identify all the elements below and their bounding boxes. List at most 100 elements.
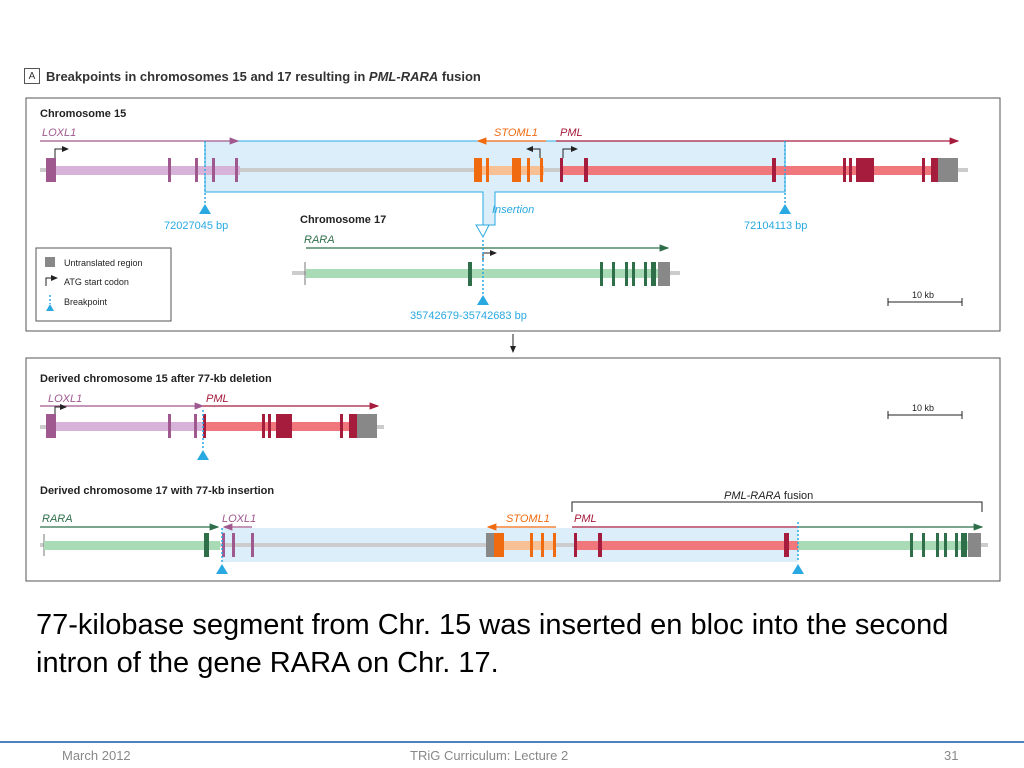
- rara-utr: [968, 533, 981, 557]
- breakpoint-icon: [477, 295, 489, 305]
- breakpoint-left-label: 72027045 bp: [164, 220, 228, 232]
- pml-exon: [843, 158, 846, 182]
- breakpoint-icon: [199, 204, 211, 214]
- footer-date: March 2012: [62, 748, 131, 763]
- rara-exon: [644, 262, 647, 286]
- breakpoint-chr17-label: 35742679-35742683 bp: [410, 310, 527, 322]
- loxl1-exon: [194, 414, 197, 438]
- der17-pml-label: PML: [574, 513, 597, 525]
- loxl1-exon: [222, 533, 225, 557]
- stoml1-exon: [527, 158, 530, 182]
- insertion-label: Insertion: [492, 204, 534, 216]
- stoml1-label: STOML1: [494, 127, 538, 139]
- pml-exon: [276, 414, 292, 438]
- chr17-label: Chromosome 17: [300, 214, 386, 226]
- loxl1-exon: [168, 158, 171, 182]
- pml-exon: [560, 158, 563, 182]
- pml-exon: [784, 533, 789, 557]
- pml-exon: [574, 533, 577, 557]
- rara-exon: [936, 533, 939, 557]
- stoml1-exon: [530, 533, 533, 557]
- der17-rara-label: RARA: [42, 513, 73, 525]
- der15-label: Derived chromosome 15 after 77-kb deleti…: [40, 373, 272, 385]
- fusion-bracket: [571, 501, 983, 512]
- stoml1-exon: [494, 533, 504, 557]
- slide-caption: 77-kilobase segment from Chr. 15 was ins…: [36, 609, 949, 679]
- pml-exon: [584, 158, 588, 182]
- rara-exon: [955, 533, 958, 557]
- loxl1-exon: [251, 533, 254, 557]
- breakpoint-icon: [216, 564, 228, 574]
- stoml1-exon: [553, 533, 556, 557]
- fusion-label: PML-RARA fusion: [724, 490, 813, 502]
- der17-label: Derived chromosome 17 with 77-kb inserti…: [40, 485, 274, 497]
- pml-exon: [922, 158, 925, 182]
- rara-gene-body: [44, 541, 220, 550]
- rara-exon: [600, 262, 603, 286]
- title-end: fusion: [438, 68, 481, 84]
- pml-exon: [349, 414, 357, 438]
- rara-exon: [632, 262, 635, 286]
- utr-legend-swatch: [45, 257, 55, 267]
- top-panel-frame: [25, 97, 1001, 332]
- rara-exon: [961, 533, 967, 557]
- rara-exon: [910, 533, 913, 557]
- chr15-label: Chromosome 15: [40, 108, 126, 120]
- stoml1-exon: [540, 158, 543, 182]
- atg-codon-icon: [562, 146, 578, 158]
- stoml1-utr: [486, 533, 494, 557]
- bottom-panel-frame: [25, 357, 1001, 582]
- stoml1-exon: [512, 158, 521, 182]
- stoml1-gene-body: [486, 541, 556, 550]
- rara-exon: [944, 533, 947, 557]
- rara-utr: [658, 262, 670, 286]
- stoml1-exon: [486, 158, 489, 182]
- breakpoint-icon: [779, 204, 791, 214]
- pml-exon: [203, 414, 206, 438]
- stoml1-exon: [474, 158, 482, 182]
- der15-loxl1-label: LOXL1: [48, 393, 82, 405]
- panel-letter: A: [24, 68, 40, 84]
- loxl1-exon: [235, 158, 238, 182]
- der15-pml-label: PML: [206, 393, 229, 405]
- rara-gene-body: [798, 541, 970, 550]
- legend-box: [35, 247, 172, 322]
- loxl1-exon: [46, 414, 56, 438]
- legend-utr-label: Untranslated region: [64, 258, 143, 268]
- figure-title-text: Breakpoints in chromosomes 15 and 17 res…: [46, 69, 481, 84]
- loxl1-exon: [46, 158, 56, 182]
- chromosome-diagram: Chromosome 15 Insertion LOXL1 STOML1 PML…: [25, 97, 1001, 582]
- pml-gene-body: [560, 166, 940, 175]
- footer-divider: [0, 741, 1024, 743]
- breakpoint-icon: [197, 450, 209, 460]
- rara-label: RARA: [304, 234, 335, 246]
- legend-atg-label: ATG start codon: [64, 277, 129, 287]
- figure-title: A Breakpoints in chromosomes 15 and 17 r…: [24, 68, 481, 84]
- footer-page-number: 31: [944, 748, 959, 763]
- pml-exon: [849, 158, 852, 182]
- pml-exon: [772, 158, 776, 182]
- pml-utr: [938, 158, 958, 182]
- rara-exon: [612, 262, 615, 286]
- atg-codon-icon: [526, 146, 541, 158]
- stoml1-gene-body: [474, 166, 544, 175]
- rara-gene-body: [306, 269, 662, 278]
- breakpoint-right-label: 72104113 bp: [744, 220, 807, 232]
- loxl1-gene-body: [46, 166, 240, 175]
- pml-exon: [931, 158, 938, 182]
- rara-exon: [468, 262, 472, 286]
- pml-exon: [856, 158, 874, 182]
- pml-exon: [598, 533, 602, 557]
- atg-legend-icon: [45, 275, 58, 286]
- pml-gene-body: [574, 541, 798, 550]
- rara-exon: [651, 262, 656, 286]
- rara-exon: [922, 533, 925, 557]
- scale-bar-label: 10 kb: [912, 290, 934, 300]
- fusion-label-rest: fusion: [781, 490, 813, 502]
- loxl1-label: LOXL1: [42, 127, 76, 139]
- atg-codon-icon: [54, 146, 69, 158]
- breakpoint-icon: [792, 564, 804, 574]
- loxl1-exon: [232, 533, 235, 557]
- loxl1-gene-body: [46, 422, 203, 431]
- pml-label: PML: [560, 127, 583, 139]
